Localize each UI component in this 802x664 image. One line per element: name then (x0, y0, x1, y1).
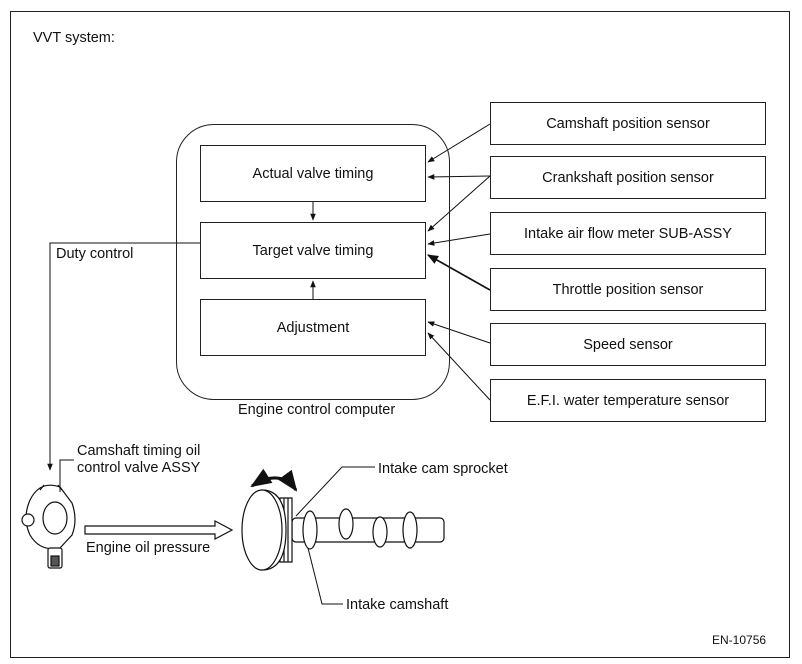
line-throttle (427, 254, 491, 291)
duty-control-line (47, 242, 200, 471)
oil-pressure-label: Engine oil pressure (86, 540, 211, 556)
adjustment-block: Adjustment (200, 299, 426, 356)
line-crank-to-actual (427, 174, 491, 180)
sprocket-label: Intake cam sprocket (378, 461, 508, 477)
ocv-label-line2: control valve ASSY (77, 460, 201, 476)
sensor-crankshaft-position: Crankshaft position sensor (490, 156, 766, 199)
oil-pressure-arrow (84, 520, 234, 540)
engine-control-computer-box (176, 124, 450, 400)
ocv-label-line1: Camshaft timing oil (77, 443, 201, 459)
diagram-frame (10, 11, 790, 658)
line-airflow (427, 233, 491, 246)
target-valve-timing-block: Target valve timing (200, 222, 426, 279)
sensor-efi-water-temp: E.F.I. water temperature sensor (490, 379, 766, 422)
leader-sprocket (295, 466, 375, 517)
line-crank-to-target (427, 175, 491, 232)
line-water-temp (427, 332, 491, 401)
figure-id: EN-10756 (712, 633, 767, 647)
intake-camshaft-illustration (241, 489, 445, 571)
sensor-speed: Speed sensor (490, 323, 766, 366)
oil-control-valve-illustration (21, 484, 76, 569)
sensor-camshaft-position: Camshaft position sensor (490, 102, 766, 145)
duty-control-label: Duty control (56, 246, 134, 262)
leader-ocv (59, 459, 74, 492)
camshaft-label: Intake camshaft (346, 597, 449, 613)
diagram-title: VVT system: (33, 30, 115, 46)
sensor-throttle-position: Throttle position sensor (490, 268, 766, 311)
leader-camshaft (307, 547, 343, 605)
line-speed (427, 321, 491, 344)
actual-valve-timing-block: Actual valve timing (200, 145, 426, 202)
rotation-arrow (250, 468, 298, 492)
ecu-label: Engine control computer (238, 402, 396, 418)
sensor-intake-air-flow: Intake air flow meter SUB-ASSY (490, 212, 766, 255)
